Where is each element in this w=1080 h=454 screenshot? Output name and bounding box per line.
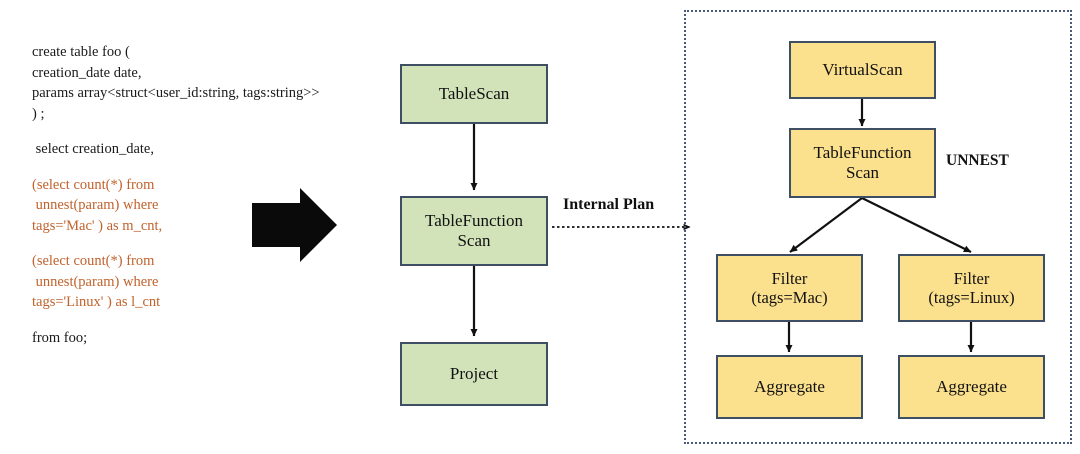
internal-plan-region <box>684 10 1072 444</box>
node-label: Filter (tags=Linux) <box>928 268 1015 307</box>
sql-line-highlight: (select count(*) from <box>32 176 155 193</box>
sql-line-highlight: tags='Linux' ) as l_cnt <box>32 294 161 310</box>
node-label: Project <box>449 363 499 383</box>
sql-spacer <box>32 313 382 328</box>
sql-line: select creation_date, <box>32 141 154 157</box>
node-aggregate-mac[interactable]: Aggregate <box>716 355 863 419</box>
node-aggregate-linux[interactable]: Aggregate <box>898 355 1045 419</box>
node-label: Filter (tags=Mac) <box>751 268 828 307</box>
sql-line-highlight: (select count(*) from <box>32 253 155 269</box>
sql-line: create table foo ( <box>32 44 130 60</box>
sql-line: params array<struct<user_id:string, tags… <box>32 85 320 101</box>
node-label: TableFunction Scan <box>425 210 523 250</box>
node-project[interactable]: Project <box>400 342 548 406</box>
sql-line: ) ; <box>32 105 45 122</box>
sql-line-highlight: unnest(param) where <box>32 197 159 213</box>
node-filter-mac[interactable]: Filter (tags=Mac) <box>716 254 863 322</box>
node-table-function-scan-internal[interactable]: TableFunction Scan <box>789 128 936 198</box>
node-virtual-scan[interactable]: VirtualScan <box>789 41 936 99</box>
unnest-label: UNNEST <box>946 152 1009 169</box>
sql-spacer <box>32 124 382 139</box>
node-table-scan[interactable]: TableScan <box>400 64 548 124</box>
sql-line-highlight: unnest(param) where <box>32 273 159 290</box>
sql-spacer <box>32 160 382 175</box>
node-label: VirtualScan <box>822 59 903 79</box>
sql-line-highlight: tags='Mac' ) as m_cnt, <box>32 217 163 234</box>
node-label: Aggregate <box>754 376 825 396</box>
node-label: TableFunction Scan <box>813 142 912 182</box>
node-label: Aggregate <box>936 376 1007 396</box>
internal-plan-label: Internal Plan <box>563 196 655 213</box>
node-label: TableScan <box>438 83 510 103</box>
sql-spacer <box>32 236 382 251</box>
node-filter-linux[interactable]: Filter (tags=Linux) <box>898 254 1045 322</box>
sql-line: creation_date date, <box>32 64 142 81</box>
sql-line: from foo; <box>32 329 88 346</box>
node-table-function-scan[interactable]: TableFunction Scan <box>400 196 548 266</box>
sql-query-panel: create table foo ( creation_date date, p… <box>32 42 382 348</box>
